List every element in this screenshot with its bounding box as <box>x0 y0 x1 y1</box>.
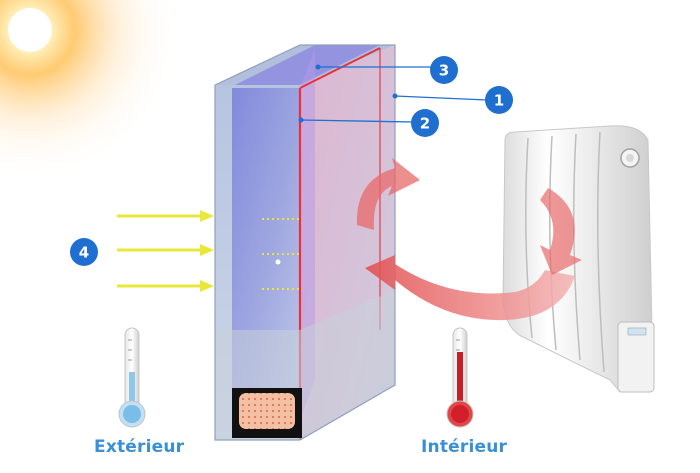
thermometer-hot-icon <box>446 327 474 428</box>
solar-arrow <box>117 210 214 222</box>
badge-4: 4 <box>70 238 98 266</box>
window-outline <box>214 44 396 441</box>
light-spark <box>275 259 281 265</box>
solar-arrow <box>117 280 214 292</box>
svg-text:3: 3 <box>439 62 449 80</box>
label-exterior: Extérieur <box>94 437 185 457</box>
gas-gap-top <box>235 45 380 85</box>
leader-lines <box>298 64 488 123</box>
badge-3: 3 <box>430 56 458 84</box>
label-interior: Intérieur <box>421 437 508 457</box>
sun-icon <box>0 0 180 180</box>
svg-text:4: 4 <box>79 244 89 262</box>
badge-1: 1 <box>485 86 513 114</box>
solar-arrow <box>117 244 214 256</box>
heat-cycle-arrow-icon <box>356 158 582 321</box>
low-e-coating-top <box>299 47 381 89</box>
solar-radiation-arrows <box>117 210 214 292</box>
double-glazing-window <box>214 44 396 441</box>
desiccant <box>239 393 295 429</box>
thermometer-cold-icon <box>118 327 146 428</box>
svg-text:1: 1 <box>494 92 504 110</box>
badge-2: 2 <box>411 109 439 137</box>
svg-text:2: 2 <box>420 115 430 133</box>
